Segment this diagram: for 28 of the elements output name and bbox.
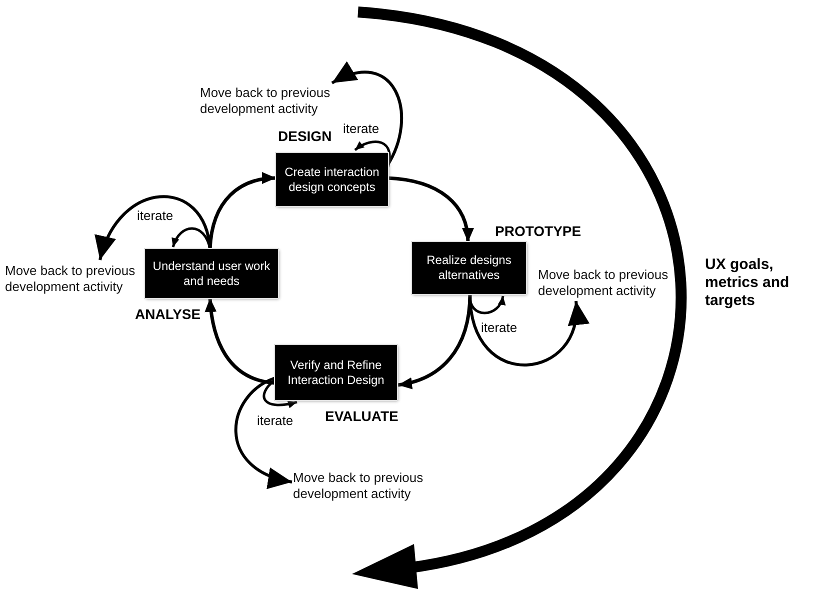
process-box: Verify and Refine Interaction Design xyxy=(275,345,397,400)
note-text: Move back to previous development activity xyxy=(5,263,145,297)
arrow xyxy=(96,195,212,260)
stage-heading: DESIGN xyxy=(278,128,332,144)
process-box: Realize designs alternatives xyxy=(412,242,526,294)
process-box: Understand user work and needs xyxy=(145,249,278,298)
arrow xyxy=(468,294,505,314)
arrow xyxy=(205,298,276,385)
edge-label: iterate xyxy=(257,413,294,428)
side-label: UX goals, metrics and targets xyxy=(705,256,790,310)
arrow xyxy=(208,172,276,250)
stage-heading: PROTOTYPE xyxy=(495,223,582,239)
arrow xyxy=(468,294,587,366)
arrow xyxy=(331,62,403,167)
note-text: Move back to previous development activity xyxy=(538,267,678,301)
note-text: Move back to previous development activity xyxy=(200,85,340,119)
edge-label: iterate xyxy=(343,121,380,136)
edge-label: iterate xyxy=(481,320,518,335)
arrow xyxy=(262,379,298,408)
process-box: Create interaction design concepts xyxy=(276,153,388,206)
stage-heading: ANALYSE xyxy=(135,306,201,322)
arrow xyxy=(234,376,292,488)
stage-heading: EVALUATE xyxy=(325,408,398,424)
arrow xyxy=(386,176,474,242)
arrow xyxy=(398,294,472,389)
note-text: Move back to previous development activity xyxy=(293,470,425,504)
arrow xyxy=(172,227,212,250)
edge-label: iterate xyxy=(137,208,174,223)
